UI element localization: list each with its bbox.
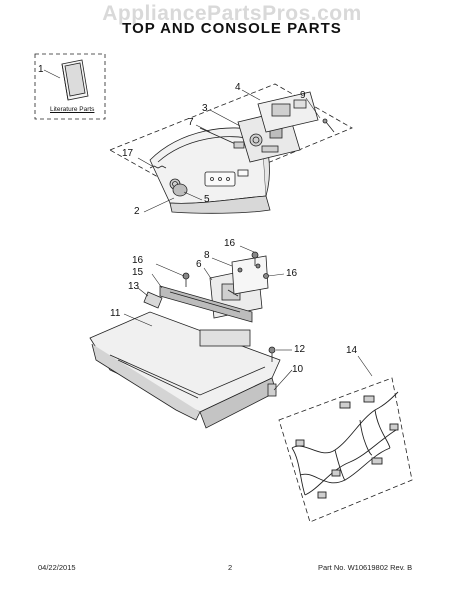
callout-9: 9: [300, 90, 306, 101]
callout-7: 7: [188, 117, 194, 128]
housing-4-icon: [257, 91, 319, 133]
callout-5: 5: [204, 194, 210, 205]
callout-11: 11: [110, 308, 121, 319]
footer-document-number: Part No. W10619802 Rev. B: [318, 563, 413, 572]
callout-13: 13: [128, 281, 140, 292]
callout-1: 1: [38, 64, 44, 75]
callout-16-right: 16: [286, 268, 298, 279]
callout-14: 14: [346, 345, 358, 356]
wire-harness-icon: [291, 391, 399, 499]
plate-8-icon: [231, 255, 269, 295]
literature-box: [34, 53, 106, 120]
page-title: TOP AND CONSOLE PARTS: [122, 20, 342, 37]
callout-4: 4: [235, 82, 241, 93]
literature-booklet-icon: [61, 59, 89, 101]
shaft-7-icon: [199, 127, 245, 149]
callout-2: 2: [134, 206, 140, 217]
leader-lines: [43, 69, 373, 391]
literature-parts-label: Literature Parts: [50, 106, 95, 113]
knob-icon: [172, 183, 188, 197]
bracket-15-icon: [159, 285, 253, 323]
callout-12: 12: [294, 344, 306, 355]
screw-9-icon: [322, 118, 335, 133]
callout-3: 3: [202, 103, 208, 114]
callout-15: 15: [132, 267, 144, 278]
callout-10: 10: [292, 364, 304, 375]
screw-12-icon: [268, 346, 276, 362]
hinge-13-icon: [143, 291, 163, 309]
screw-16-icon: [182, 251, 269, 287]
callout-8: 8: [204, 250, 210, 261]
clip-10-icon: [267, 383, 277, 397]
callout-17: 17: [122, 148, 134, 159]
watermark: AppliancePartsPros.com: [102, 2, 362, 25]
footer-page-number: 2: [228, 563, 233, 572]
footer-date: 04/22/2015: [38, 563, 76, 572]
harness-box: [278, 377, 413, 523]
callout-16-top: 16: [224, 238, 236, 249]
callout-16-left: 16: [132, 255, 144, 266]
clip-17-icon: [149, 165, 167, 169]
top-panel-icon: [89, 311, 281, 429]
callout-6: 6: [196, 259, 202, 270]
